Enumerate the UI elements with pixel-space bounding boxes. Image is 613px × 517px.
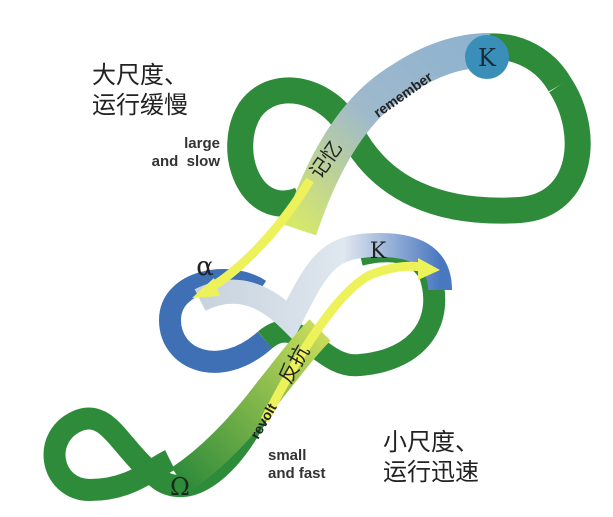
alpha-label: α: [196, 252, 214, 282]
revolt-arrow: [260, 258, 440, 423]
large-slow-en-line2: and slow: [151, 153, 220, 170]
small-fast-cn: 小尺度、 运行迅速: [383, 427, 479, 487]
large-slow-en: large and slow: [128, 135, 220, 171]
k-circle: [465, 35, 509, 79]
small-fast-cn-line1: 小尺度、: [383, 428, 479, 456]
small-fast-en: small and fast: [268, 447, 326, 483]
small-fast-cn-line2: 运行迅速: [383, 458, 479, 486]
large-slow-en-line1: large: [184, 135, 220, 152]
small-fast-en-line1: small: [268, 447, 307, 464]
large-slow-cn: 大尺度、 运行缓慢: [92, 60, 188, 120]
k-mid-label: K: [370, 239, 387, 264]
remember-arrow: [192, 177, 314, 298]
small-fast-en-line2: and fast: [268, 465, 326, 482]
large-slow-cn-line1: 大尺度、: [92, 61, 188, 89]
large-slow-cn-line2: 运行缓慢: [92, 91, 188, 119]
k-top-label: K: [478, 44, 497, 72]
large-slow-cycle: [227, 33, 591, 236]
omega-label: Ω: [170, 473, 190, 501]
